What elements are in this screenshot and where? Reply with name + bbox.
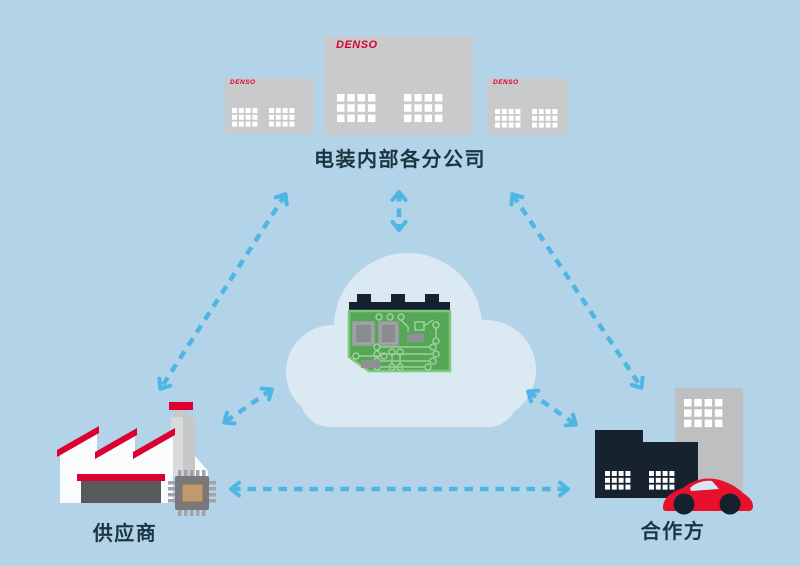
car-icon (663, 478, 753, 515)
arrow-branches-partner (509, 192, 645, 390)
denso-branches-label: 电装内部各分公司 (314, 149, 486, 171)
arrow-partner-cloud (526, 388, 578, 428)
factory-icon (57, 402, 208, 503)
connection-arrows (157, 190, 645, 498)
denso-logo-left: DENSO (230, 79, 256, 86)
denso-logo-right: DENSO (493, 79, 519, 86)
partner-label: 合作方 (640, 521, 706, 543)
arrow-supplier-cloud (222, 386, 274, 426)
supplier-label: 供应商 (92, 523, 158, 545)
circuit-board-icon (347, 294, 452, 373)
ic-chip-icon (352, 321, 399, 346)
denso-logo-center: DENSO (336, 39, 378, 51)
arrow-branches-supplier (157, 192, 289, 391)
denso-branches-buildings-icon (225, 36, 568, 135)
microchip-icon (168, 470, 216, 516)
